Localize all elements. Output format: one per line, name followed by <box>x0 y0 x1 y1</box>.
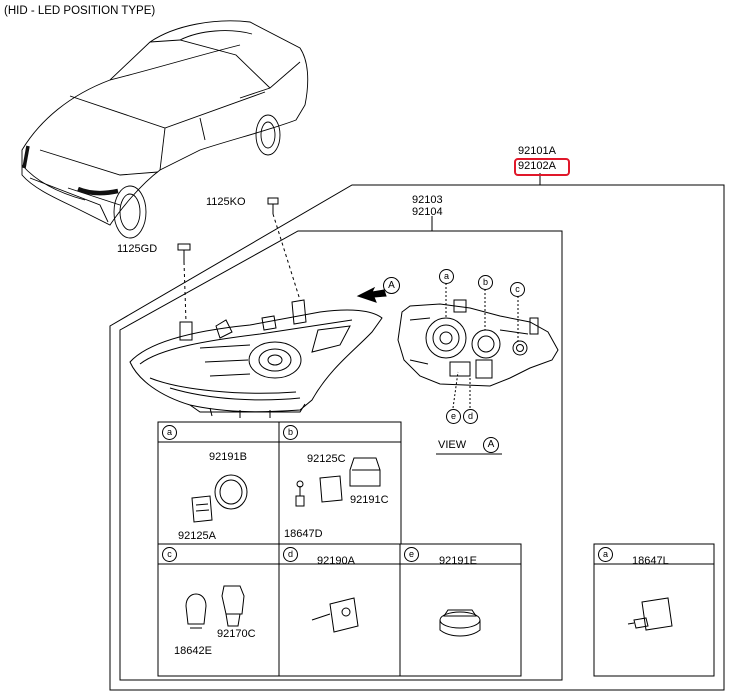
bolt-1125gd <box>177 243 191 323</box>
part-92170c-socket <box>221 585 245 627</box>
box-a-letter: a <box>162 425 177 440</box>
part-number-18642e[interactable]: 18642E <box>174 645 212 657</box>
box-c-letter: c <box>162 547 177 562</box>
callout-c: c <box>510 282 525 297</box>
part-92190a-leveler <box>311 597 359 633</box>
view-arrow <box>356 286 387 303</box>
box-a2-letter: a <box>598 547 613 562</box>
headlamp-rear-view <box>397 299 559 387</box>
part-number-18647d[interactable]: 18647D <box>284 528 323 540</box>
box-b-letter: b <box>283 425 298 440</box>
highlight-92102a <box>514 158 570 176</box>
bolt-1125ko <box>267 197 301 301</box>
detail-grid <box>157 421 715 677</box>
part-number-92190a[interactable]: 92190A <box>317 555 355 567</box>
part-number-92104[interactable]: 92104 <box>412 206 443 218</box>
view-label: VIEW <box>438 439 467 451</box>
box-e-letter: e <box>404 547 419 562</box>
part-92125a <box>191 495 213 523</box>
view-ref: A <box>483 437 499 453</box>
callout-e: e <box>446 409 461 424</box>
callout-b: b <box>478 275 493 290</box>
part-92191e-cap <box>439 609 481 637</box>
part-number-92191e[interactable]: 92191E <box>439 555 477 567</box>
part-number-92101a[interactable]: 92101A <box>518 145 556 157</box>
callout-d: d <box>463 409 478 424</box>
part-number-92103[interactable]: 92103 <box>412 194 443 206</box>
part-92191b <box>214 474 248 510</box>
part-number-92125c[interactable]: 92125C <box>307 453 346 465</box>
part-number-92125a[interactable]: 92125A <box>178 530 216 542</box>
headlamp-side-view <box>129 299 383 418</box>
lamp-frame <box>119 230 563 681</box>
part-18647d-bulb <box>295 480 305 507</box>
car-illustration <box>21 20 309 239</box>
view-leaders <box>445 283 519 409</box>
part-18642e-bulb <box>185 593 207 629</box>
part-number-92102a[interactable]: 92102A <box>518 160 556 172</box>
part-number-1125ko[interactable]: 1125KO <box>206 196 246 208</box>
part-92125c-cap <box>349 457 381 487</box>
box-d-letter: d <box>283 547 298 562</box>
diagram-title: (HID - LED POSITION TYPE) <box>4 5 156 17</box>
part-number-92170c[interactable]: 92170C <box>217 628 256 640</box>
part-number-1125gd[interactable]: 1125GD <box>117 243 158 255</box>
part-number-92191c[interactable]: 92191C <box>350 494 389 506</box>
view-arrow-ref: A <box>383 277 400 294</box>
part-92191c-gasket <box>319 475 343 503</box>
outer-frame <box>109 184 725 691</box>
part-18647l-led <box>627 597 673 631</box>
callout-a: a <box>439 269 454 284</box>
part-number-92191b[interactable]: 92191B <box>209 451 247 463</box>
part-number-18647l[interactable]: 18647L <box>632 555 669 567</box>
